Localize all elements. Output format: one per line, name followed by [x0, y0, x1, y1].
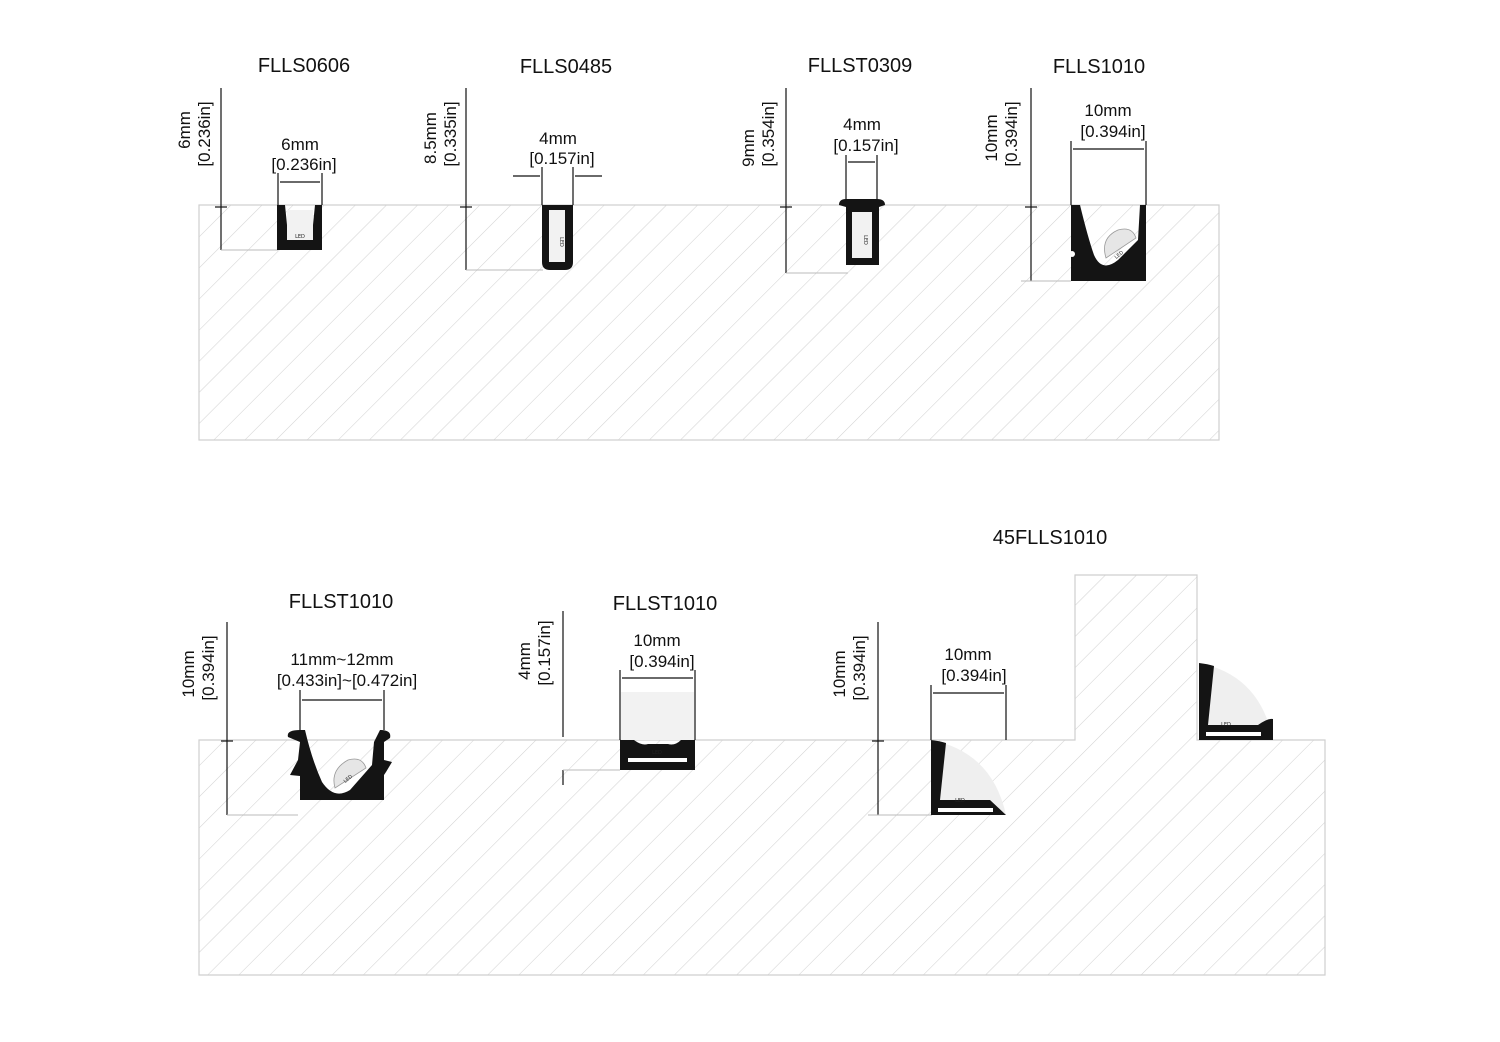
profile-title: FLLS0606 [258, 55, 350, 77]
depth-mm-label: 6mm [175, 111, 194, 149]
profile-flls0606: FLLS0606 6mm [0.236in] 6mm [0.236in] LED [175, 55, 350, 251]
led-label: LED [558, 237, 564, 247]
depth-in-label: [0.335in] [441, 101, 460, 166]
profile-45flls1010: 45FLLS1010 10mm [0.394in] 10mm [0.394in]… [830, 527, 1273, 816]
width-in-label: [0.157in] [833, 136, 898, 155]
led-label: LED [343, 774, 354, 785]
width-mm-label: 6mm [281, 135, 319, 154]
width-mm-label: 10mm [633, 631, 680, 650]
depth-in-label: [0.236in] [195, 101, 214, 166]
led-label: LED [1114, 250, 1125, 261]
depth-in-label: [0.394in] [850, 635, 869, 700]
width-mm-label: 4mm [843, 115, 881, 134]
profile-fllst0309: FLLST0309 9mm [0.354in] 4mm [0.157in] LE… [739, 55, 913, 274]
width-mm-label: 11mm~12mm [290, 650, 393, 669]
profile-title: FLLS1010 [1053, 56, 1145, 78]
width-mm-label: 10mm [944, 645, 991, 664]
depth-in-label: [0.394in] [199, 635, 218, 700]
width-in-label: [0.236in] [271, 155, 336, 174]
led-label: LED [955, 798, 965, 804]
led-label: LED [1221, 722, 1231, 728]
depth-in-label: [0.157in] [535, 620, 554, 685]
profile-title: FLLS0485 [520, 56, 612, 78]
led-label: LED [652, 750, 662, 756]
profile-title: FLLST0309 [808, 55, 913, 77]
profile-flls1010: FLLS1010 10mm [0.394in] 10mm [0.394in] L… [982, 56, 1147, 282]
profile-flls0485: FLLS0485 8.5mm [0.335in] 4mm [0.157in] L… [421, 56, 612, 271]
width-mm-label: 4mm [539, 129, 577, 148]
width-in-label: [0.394in] [629, 652, 694, 671]
led-label: LED [862, 235, 868, 245]
depth-mm-label: 10mm [830, 650, 849, 697]
width-mm-label: 10mm [1084, 101, 1131, 120]
wall-section-top [198, 204, 1220, 441]
width-in-label: [0.157in] [529, 149, 594, 168]
depth-mm-label: 10mm [982, 114, 1001, 161]
profile-title: FLLST1010 [289, 591, 394, 613]
profile-fllst1010-b: FLLST1010 4mm [0.157in] 10mm [0.394in] L… [515, 593, 717, 785]
wall-section-bottom [198, 574, 1326, 976]
width-in-label: [0.394in] [1080, 122, 1145, 141]
led-label: LED [295, 234, 305, 240]
depth-mm-label: 9mm [739, 129, 758, 167]
depth-in-label: [0.394in] [1002, 101, 1021, 166]
width-in-label: [0.433in]~[0.472in] [277, 671, 417, 690]
profile-title: 45FLLS1010 [993, 527, 1108, 549]
depth-mm-label: 10mm [179, 650, 198, 697]
profile-fllst1010-a: FLLST1010 10mm [0.394in] 11mm~12mm [0.43… [179, 591, 417, 816]
width-in-label: [0.394in] [941, 666, 1006, 685]
profile-title: FLLST1010 [613, 593, 718, 615]
depth-in-label: [0.354in] [759, 101, 778, 166]
depth-mm-label: 4mm [515, 642, 534, 680]
depth-mm-label: 8.5mm [421, 112, 440, 164]
